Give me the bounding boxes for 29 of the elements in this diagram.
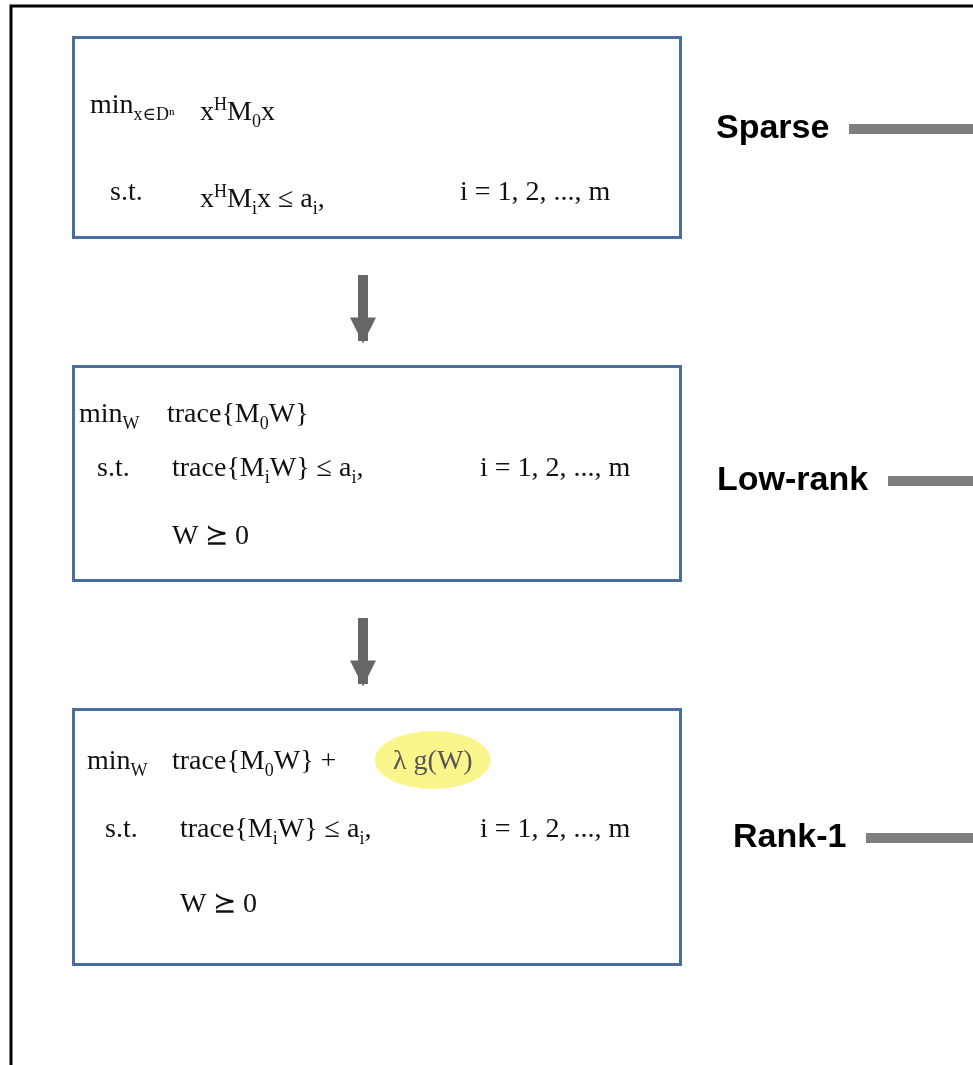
formula-text: i = 1, 2, ..., m xyxy=(460,174,611,208)
formula-text: W ⪰ 0 xyxy=(180,886,257,920)
formula-text: min$_{W}$ xyxy=(79,396,140,435)
method-label: Sparse xyxy=(716,106,830,146)
formula-text: trace{M$_{0}$W} + xyxy=(172,743,337,782)
method-label: Rank-1 xyxy=(733,815,847,855)
arrow xyxy=(350,275,376,344)
formula-text: min$_{W}$ xyxy=(87,743,148,782)
formula-text: trace{M$_{0}$W} xyxy=(167,396,309,435)
formula-text: min$_{x∈Dⁿ}$ xyxy=(90,87,175,126)
line-stub xyxy=(888,476,973,486)
arrow xyxy=(350,618,376,687)
formula-text: s.t. xyxy=(97,450,130,484)
formula-text: i = 1, 2, ..., m xyxy=(480,450,631,484)
method-label: Low-rank xyxy=(717,458,869,498)
formula-box xyxy=(72,365,682,582)
formula-box xyxy=(72,708,682,966)
formula-text: trace{M$_{i}$W} ≤ a$_{i}$, xyxy=(172,450,364,489)
line-stub xyxy=(849,124,973,134)
formula-text: i = 1, 2, ..., m xyxy=(480,811,631,845)
line-stub xyxy=(866,833,973,843)
formula-box xyxy=(72,36,682,239)
highlighted-term: λ g(W) xyxy=(375,731,491,789)
formula-text: trace{M$_{i}$W} ≤ a$_{i}$, xyxy=(180,811,372,850)
formula-text: s.t. xyxy=(110,174,143,208)
formula-text: s.t. xyxy=(105,811,138,845)
formula-text: x$^{H}$M$_{i}$x ≤ a$_{i}$, xyxy=(200,180,325,220)
formula-text: W ⪰ 0 xyxy=(172,518,249,552)
formula-text: x$^{H}$M$_{0}$x xyxy=(200,93,275,133)
